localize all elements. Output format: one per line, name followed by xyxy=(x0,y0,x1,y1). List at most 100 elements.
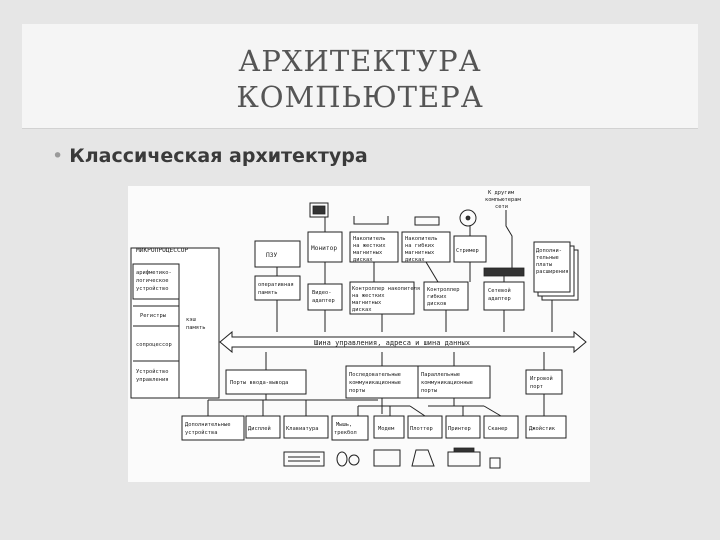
hdd-controller-label-2: на жестких xyxy=(352,293,385,299)
bullet-text: Классическая архитектура xyxy=(69,145,368,167)
net-adapter-label-2: адаптер xyxy=(488,296,511,302)
monitor-icon xyxy=(309,202,329,218)
extra-boards-label-2: тельные xyxy=(536,255,559,261)
fdd-drive-label-2: на гибких xyxy=(405,242,435,249)
mouse-box xyxy=(331,415,369,441)
fdd-controller-label-2: гибких xyxy=(427,293,447,300)
hdd-icon xyxy=(353,216,389,225)
hdd-drive-label-4: дисках xyxy=(353,257,373,263)
video-adapter-label-2: адаптер xyxy=(312,298,335,304)
ram-box xyxy=(254,275,301,301)
hdd-drive-label-3: магнитных xyxy=(353,250,383,256)
monitor-label: Монитор xyxy=(311,245,337,252)
hdd-controller-label-1: Контроллер накопителя xyxy=(352,286,420,292)
extra-boards-box xyxy=(533,241,571,293)
coprocessor-label: сопроцессор xyxy=(136,342,172,348)
other-computers-label-1: К другим xyxy=(488,190,515,196)
bullet-item: •Классическая архитектура xyxy=(52,145,368,167)
hdd-controller-label-3: магнитных xyxy=(352,300,382,306)
alu-label-3: устройство xyxy=(136,286,168,292)
hdd-drive-box xyxy=(349,231,399,263)
fdd-icon xyxy=(414,216,440,226)
bus-label: Шина управления, адреса и шина данных xyxy=(314,339,470,347)
more-devices-label-1: Дополнительные xyxy=(185,422,230,428)
printer-label: Принтер xyxy=(448,426,471,432)
scanner-label: Сканер xyxy=(488,426,507,432)
net-adapter-box xyxy=(483,281,525,311)
keyboard-label: Клавиатура xyxy=(286,426,318,432)
ram-label-2: память xyxy=(258,290,277,296)
cache-label-1: кэш xyxy=(186,317,196,323)
rom-label: ПЗУ xyxy=(266,252,277,259)
joystick-box xyxy=(525,415,567,439)
streamer-box xyxy=(453,235,487,263)
modem-label: Модем xyxy=(378,426,395,432)
io-ports-box xyxy=(225,369,307,395)
keyboard-icon xyxy=(283,451,325,467)
modem-box xyxy=(373,415,405,439)
extra-boards-label-4: расширения xyxy=(536,269,568,275)
mouse-label-2: трекбол xyxy=(334,429,357,436)
diagram-canvas: МИКРОПРОЦЕССОР арифметико- логическое ус… xyxy=(130,190,587,469)
hdd-controller-box xyxy=(349,281,415,315)
other-computers-label-2: компьютерам xyxy=(485,197,521,203)
serial-ports-label-3: порты xyxy=(349,388,365,394)
game-port-label-1: Игровой xyxy=(530,376,553,382)
fdd-drive-box xyxy=(401,231,451,263)
io-ports-label: Порты ввода-вывода xyxy=(230,380,288,386)
microprocessor-label: МИКРОПРОЦЕССОР xyxy=(136,247,188,254)
video-adapter-label-1: Видео- xyxy=(312,290,331,296)
mouse-icon xyxy=(336,451,348,467)
more-devices-box xyxy=(181,415,245,441)
hdd-controller-label-4: дисках xyxy=(352,307,372,313)
game-port-box xyxy=(525,369,563,395)
cache-label-2: память xyxy=(186,325,205,331)
serial-ports-label-2: коммуникационные xyxy=(349,380,401,386)
joystick-label: Джойстик xyxy=(529,426,556,432)
parallel-ports-label-3: порты xyxy=(421,388,437,394)
modem-icon xyxy=(373,449,401,467)
parallel-ports-label-2: коммуникационные xyxy=(421,380,473,386)
fdd-controller-label-3: дисков xyxy=(427,301,446,307)
printer-icon xyxy=(447,451,481,467)
net-adapter-label-1: Сетевой xyxy=(488,288,511,294)
streamer-icon xyxy=(459,209,477,227)
mouse-label-1: Мышь, xyxy=(336,422,352,428)
fdd-drive-label-3: магнитных xyxy=(405,250,435,256)
hub-icon xyxy=(483,267,525,277)
slide-title-line-2: КОМПЬЮТЕРА xyxy=(236,80,484,114)
hdd-drive-label-2: на жестких xyxy=(353,243,386,249)
alu-label-1: арифметико- xyxy=(136,270,172,276)
video-adapter-box xyxy=(307,283,343,311)
ram-label-1: оперативная xyxy=(258,282,294,288)
cu-label-2: управления xyxy=(136,377,168,383)
hdd-drive-label-1: Накопитель xyxy=(353,236,385,242)
display-label: Дисплей xyxy=(248,426,271,432)
fdd-controller-box xyxy=(423,281,469,311)
scanner-icon xyxy=(489,457,501,469)
alu-box xyxy=(132,263,180,300)
streamer-label: Стример xyxy=(456,248,479,254)
rom-box xyxy=(254,240,301,268)
parallel-ports-label-1: Параллельные xyxy=(421,372,460,378)
more-devices-label-2: устройства xyxy=(185,430,217,436)
fdd-drive-label-4: дисках xyxy=(405,257,425,263)
registers-label: Регистры xyxy=(140,313,166,319)
bus-arrow xyxy=(219,330,587,354)
architecture-diagram: МИКРОПРОЦЕССОР арифметико- логическое ус… xyxy=(128,186,590,482)
cu-label-1: Устройство xyxy=(136,369,168,375)
extra-boards-label-3: платы xyxy=(536,262,552,268)
serial-ports-label-1: Последовательные xyxy=(349,372,401,378)
fdd-drive-label-1: Накопитель xyxy=(405,236,437,242)
fdd-controller-label-1: Контроллер xyxy=(427,287,459,293)
other-computers-label-3: сети xyxy=(495,204,508,210)
extra-boards-label-1: Дополни- xyxy=(536,248,562,254)
game-port-label-2: порт xyxy=(530,384,543,390)
alu-label-2: логическое xyxy=(136,278,168,284)
trackball-icon xyxy=(348,454,360,466)
slide-title-line-1: АРХИТЕКТУРА xyxy=(238,44,482,78)
bullet-dot-icon: • xyxy=(52,145,64,167)
plotter-label: Плоттер xyxy=(410,426,433,432)
plotter-icon xyxy=(411,449,435,467)
title-box: АРХИТЕКТУРА КОМПЬЮТЕРА xyxy=(22,24,698,129)
